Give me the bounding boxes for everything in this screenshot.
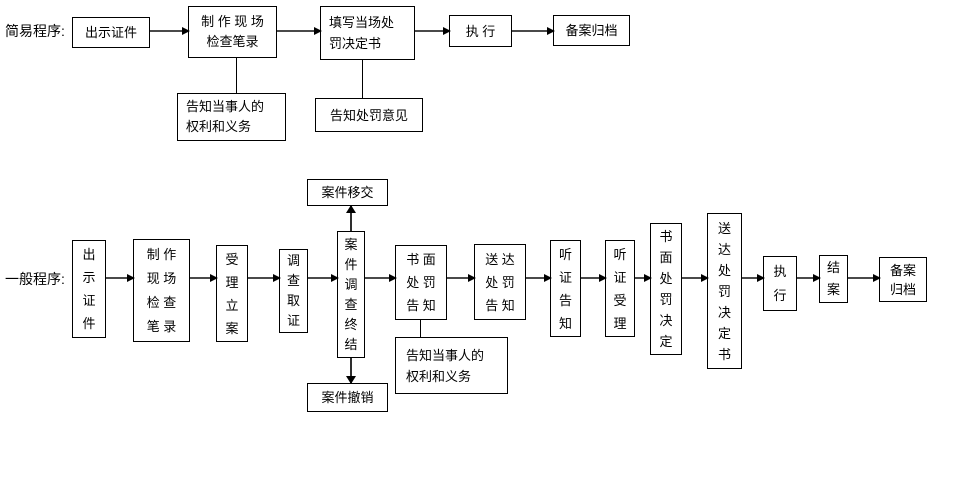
node-simple-execute: 执 行: [449, 15, 512, 47]
note-simple-inform-penalty-opinion: 告知处罚意见: [315, 98, 423, 132]
node-general-case-investigation-conclusion: 案 件 调 查 终 结: [337, 231, 365, 358]
node-general-make-onsite-inspection-record: 制 作 现 场 检 查 笔 录: [133, 239, 190, 342]
node-case-transfer: 案件移交: [307, 179, 388, 206]
node-general-show-credentials: 出 示 证 件: [72, 240, 106, 338]
connector-line: [420, 320, 421, 337]
arrow-right: [526, 274, 552, 282]
note-simple-inform-rights-obligations: 告知当事人的 权利和义务: [177, 93, 286, 141]
arrow-right: [742, 274, 765, 282]
general-procedure-label: 一般程序:: [5, 271, 65, 287]
node-simple-show-credentials: 出示证件: [72, 17, 150, 48]
note-general-inform-rights-obligations: 告知当事人的 权利和义务: [395, 337, 508, 394]
node-general-execute: 执 行: [763, 256, 797, 311]
node-general-hearing-acceptance: 听 证 受 理: [605, 240, 635, 337]
arrow-right: [682, 274, 709, 282]
node-general-close-case: 结 案: [819, 255, 848, 303]
node-general-written-penalty-decision: 书 面 处 罚 决 定: [650, 223, 682, 355]
node-general-accept-file-case: 受 理 立 案: [216, 245, 248, 342]
arrow-down: [346, 358, 356, 384]
connector-line: [236, 58, 237, 93]
node-general-written-penalty-notice: 书 面 处 罚 告 知: [395, 245, 447, 320]
arrow-right: [797, 274, 821, 282]
node-general-deliver-penalty-decision: 送 达 处 罚 决 定 书: [707, 213, 742, 369]
node-simple-fill-onspot-penalty-decision: 填写当场处 罚决定书: [320, 6, 415, 60]
connector-line: [362, 60, 363, 98]
arrow-right: [106, 274, 135, 282]
arrow-right: [415, 27, 451, 35]
node-general-hearing-notice: 听 证 告 知: [550, 240, 581, 337]
node-simple-file-archive: 备案归档: [553, 15, 630, 46]
arrow-right: [447, 274, 476, 282]
node-simple-make-onsite-inspection-record: 制 作 现 场 检查笔录: [188, 6, 277, 58]
node-general-deliver-penalty-notice: 送 达 处 罚 告 知: [474, 244, 526, 320]
arrow-right: [512, 27, 555, 35]
arrow-right: [308, 274, 339, 282]
simple-procedure-label: 简易程序:: [5, 23, 65, 39]
arrow-right: [190, 274, 218, 282]
arrow-right: [848, 274, 881, 282]
node-case-withdrawal: 案件撤销: [307, 383, 388, 412]
node-general-file-archive: 备案 归档: [879, 257, 927, 302]
arrow-up: [346, 205, 356, 231]
arrow-right: [581, 274, 607, 282]
arrow-right: [277, 27, 322, 35]
node-general-investigate-collect-evidence: 调 查 取 证: [279, 249, 308, 333]
arrow-right: [248, 274, 281, 282]
arrow-right: [150, 27, 190, 35]
arrow-right: [365, 274, 397, 282]
arrow-right: [635, 274, 652, 282]
